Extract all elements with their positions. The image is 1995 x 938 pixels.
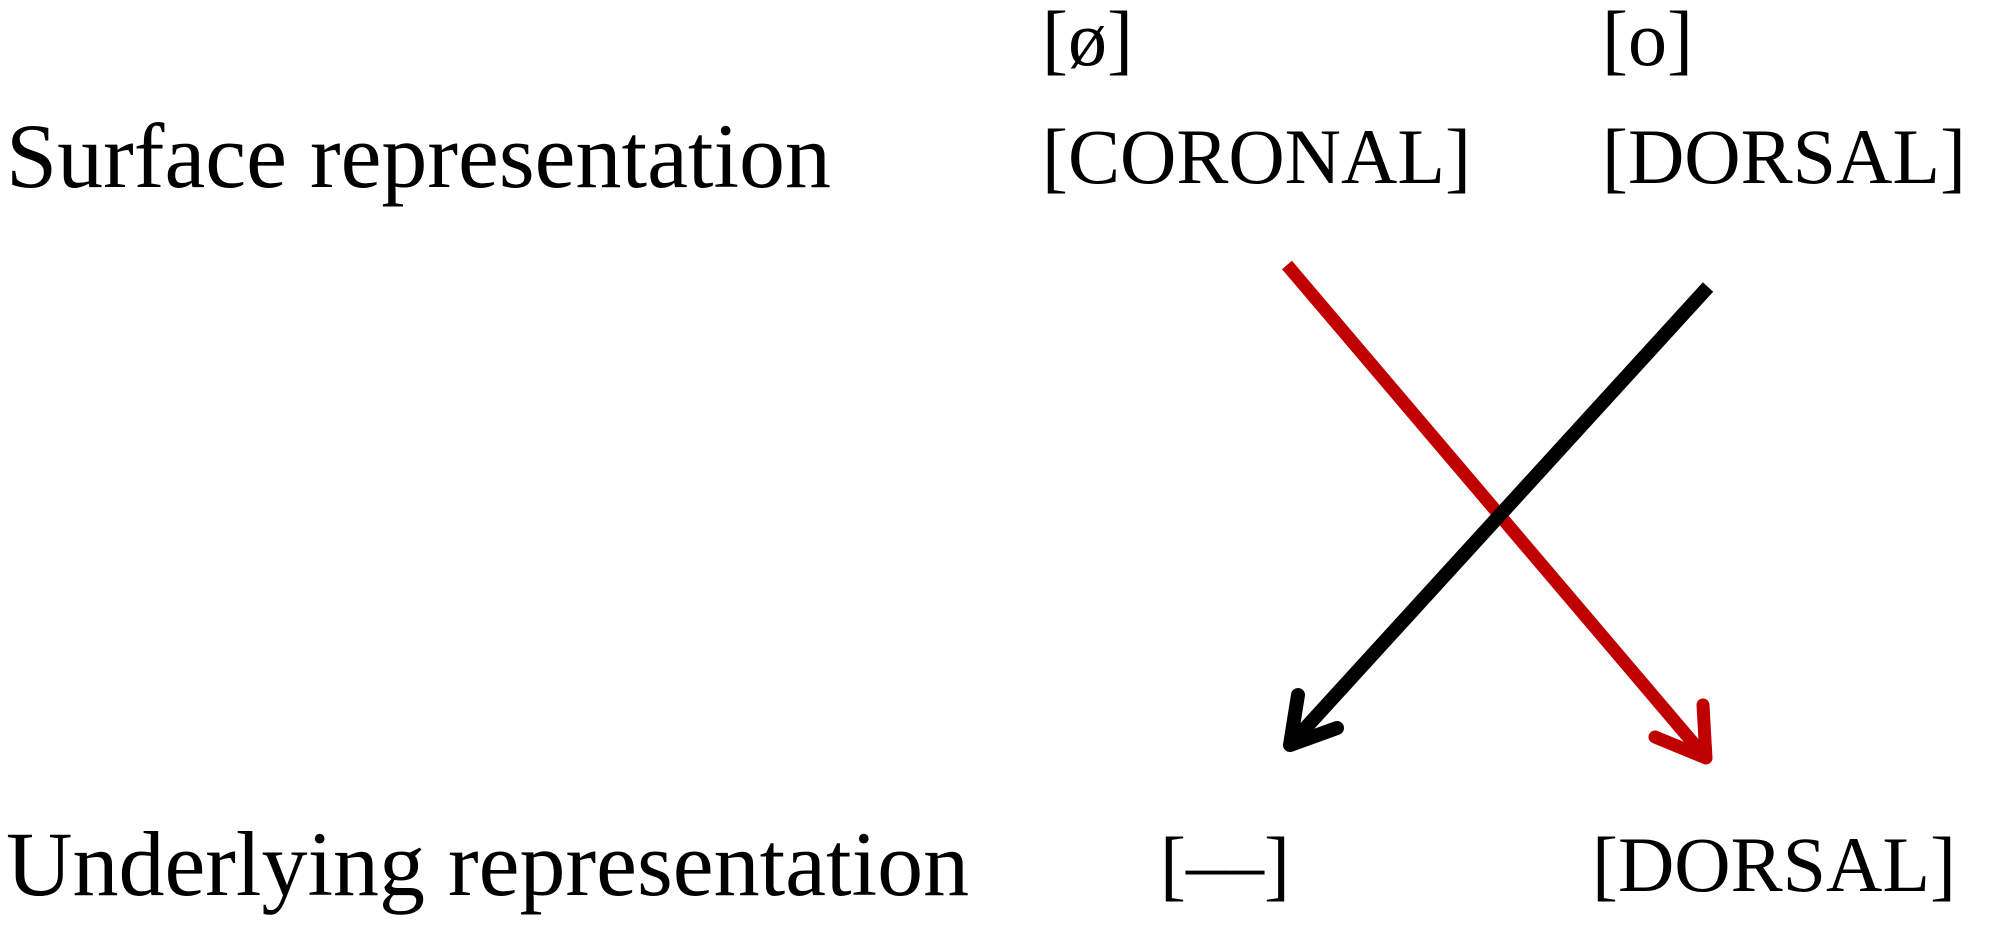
underlying-feature-dorsal: [DORSAL]: [1592, 821, 1956, 908]
underlying-representation-label: Underlying representation: [6, 813, 970, 915]
surface-feature-dorsal: [DORSAL]: [1602, 113, 1966, 200]
surface-feature-coronal: [CORONAL]: [1042, 113, 1471, 200]
black-arrow-dorsal-to-empty: [1283, 282, 1714, 752]
surface-representation-label: Surface representation: [6, 105, 832, 207]
surface-segment-oe: [ø]: [1042, 0, 1133, 82]
underlying-feature-empty: [––]: [1160, 821, 1290, 908]
surface-segment-o: [o]: [1602, 0, 1693, 82]
